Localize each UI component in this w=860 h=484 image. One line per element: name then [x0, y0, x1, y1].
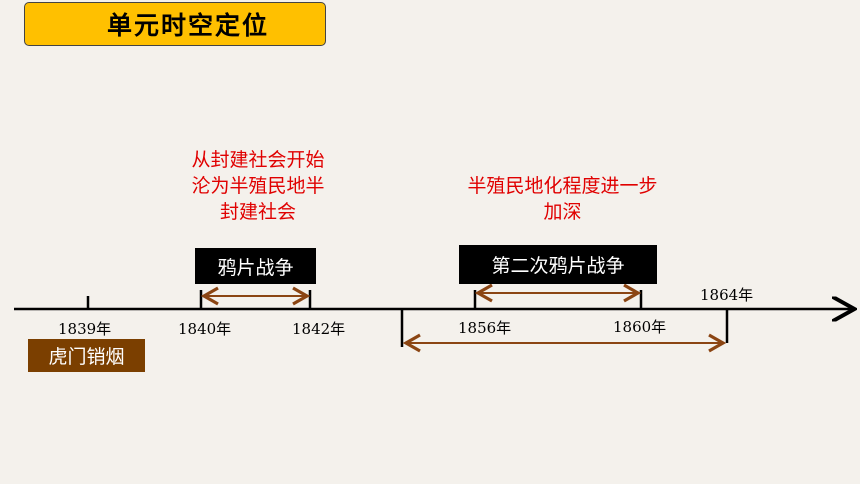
- note-war1-line3: 封建社会: [219, 201, 296, 223]
- year-label-1842: 1842年: [292, 320, 346, 338]
- year-label-1839: 1839年: [58, 320, 112, 338]
- note-war1-line1: 从封建社会开始: [191, 149, 325, 171]
- event-humen-destruction: 虎门销烟: [28, 339, 145, 372]
- note-war2: 半殖民地化程度进一步 加深: [450, 173, 675, 225]
- event-second-opium-war: 第二次鸦片战争: [459, 245, 657, 284]
- note-war1-line2: 沦为半殖民地半: [191, 175, 325, 197]
- note-war1: 从封建社会开始 沦为半殖民地半 封建社会: [178, 147, 338, 225]
- event-humen-destruction-label: 虎门销烟: [48, 346, 125, 368]
- event-opium-war: 鸦片战争: [195, 248, 316, 284]
- year-label-1860: 1860年: [613, 318, 667, 336]
- event-second-opium-war-label: 第二次鸦片战争: [491, 255, 625, 277]
- year-label-1840: 1840年: [178, 320, 232, 338]
- note-war2-line2: 加深: [543, 201, 582, 223]
- event-opium-war-label: 鸦片战争: [217, 256, 294, 279]
- year-label-1864: 1864年: [700, 286, 754, 304]
- section-title: 单元时空定位: [107, 11, 270, 40]
- section-title-box: 单元时空定位: [24, 2, 326, 46]
- year-label-1856: 1856年: [458, 319, 512, 337]
- note-war2-line1: 半殖民地化程度进一步: [467, 175, 658, 197]
